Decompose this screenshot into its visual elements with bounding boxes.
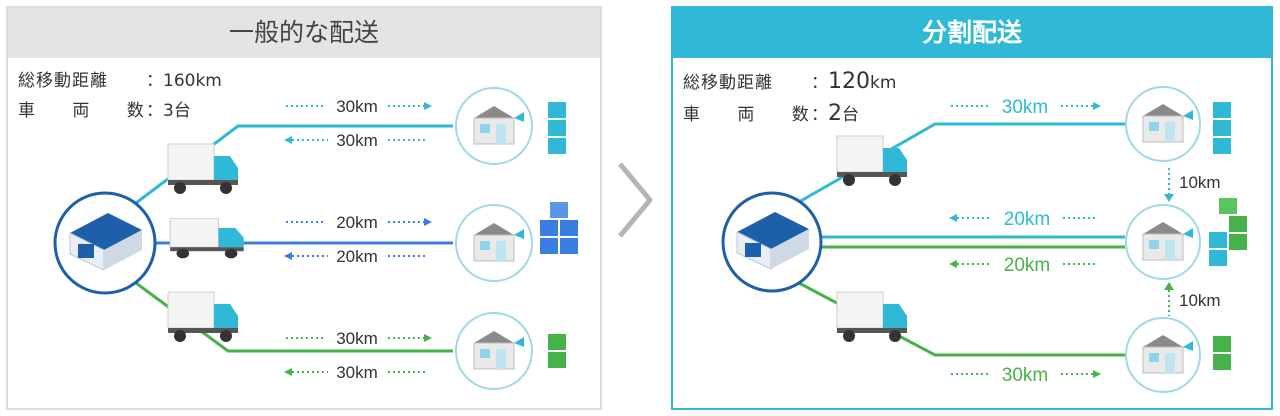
stat-label: 車 両 数 [18, 101, 160, 121]
panel-title: 一般的な配送 [8, 8, 600, 58]
stat-sep: ： [146, 101, 163, 121]
stats-block: 総移動距離：160km 車 両 数：3台 [18, 66, 222, 126]
store-icon [1125, 86, 1201, 162]
warehouse-icon [53, 191, 157, 295]
route-label: 20km [336, 213, 378, 232]
store-icon [455, 204, 533, 282]
warehouse-icon [721, 191, 823, 293]
panel-title: 分割配送 [673, 8, 1271, 58]
route-label: 30km [1002, 365, 1048, 386]
stat-vehicle-count: 車 両 数：2台 [683, 98, 896, 130]
truck-icon [836, 291, 908, 343]
boxes-icon [1213, 102, 1231, 154]
store-icon [455, 312, 533, 390]
boxes-icon [1213, 336, 1231, 370]
stat-unit: km [870, 73, 897, 93]
link-label: 10km [1179, 173, 1221, 192]
stat-sep: ： [146, 71, 163, 91]
route-label: 30km [336, 97, 378, 116]
stat-unit: 台 [842, 105, 859, 125]
route-label: 20km [1004, 209, 1050, 230]
conventional-delivery-panel: 一般的な配送 総移動距離：160km 車 両 数：3台 [6, 6, 602, 410]
split-delivery-panel: 分割配送 総移動距離：120km 車 両 数：2台 [671, 6, 1273, 410]
route-label: 20km [336, 247, 378, 266]
stat-value: 120 [828, 69, 870, 94]
route-line-bottom [135, 281, 453, 353]
stat-label: 総移動距離 [683, 73, 773, 93]
stat-sep: ： [811, 73, 828, 93]
route-label: 20km [1004, 255, 1050, 276]
route-label: 30km [336, 131, 378, 150]
stats-block: 総移動距離：120km 車 両 数：2台 [683, 66, 896, 130]
store-icon [1125, 204, 1201, 280]
stat-total-distance: 総移動距離 ：120km [683, 66, 896, 98]
chevron-right-icon [618, 162, 653, 238]
stat-value: 160km [163, 71, 222, 91]
route-label: 30km [336, 329, 378, 348]
stat-value: 2 [828, 101, 842, 126]
boxes-icon [548, 102, 566, 154]
split-route-diagram: 30km 20km 20km 30km 10km 10km [721, 86, 1247, 393]
stat-label: 車 両 数 [683, 105, 825, 125]
truck-icon [836, 135, 908, 187]
boxes-icon [548, 334, 566, 368]
store-icon [1125, 317, 1201, 393]
link-label: 10km [1179, 291, 1221, 310]
stat-value: 3台 [163, 101, 191, 121]
store-icon [455, 87, 533, 165]
stat-total-distance: 総移動距離 ：160km [18, 66, 222, 96]
route-label: 30km [1002, 97, 1048, 118]
stat-vehicle-count: 車 両 数：3台 [18, 96, 222, 126]
boxes-icon [1209, 198, 1247, 266]
truck-icon [167, 143, 239, 195]
truck-icon [169, 217, 245, 259]
conventional-route-diagram: 30km 30km 20km 20km 30km 30km [53, 87, 578, 390]
boxes-icon [540, 202, 578, 254]
stat-label: 総移動距離 [18, 71, 108, 91]
truck-icon [167, 291, 239, 343]
route-label: 30km [336, 363, 378, 382]
stat-sep: ： [811, 105, 828, 125]
